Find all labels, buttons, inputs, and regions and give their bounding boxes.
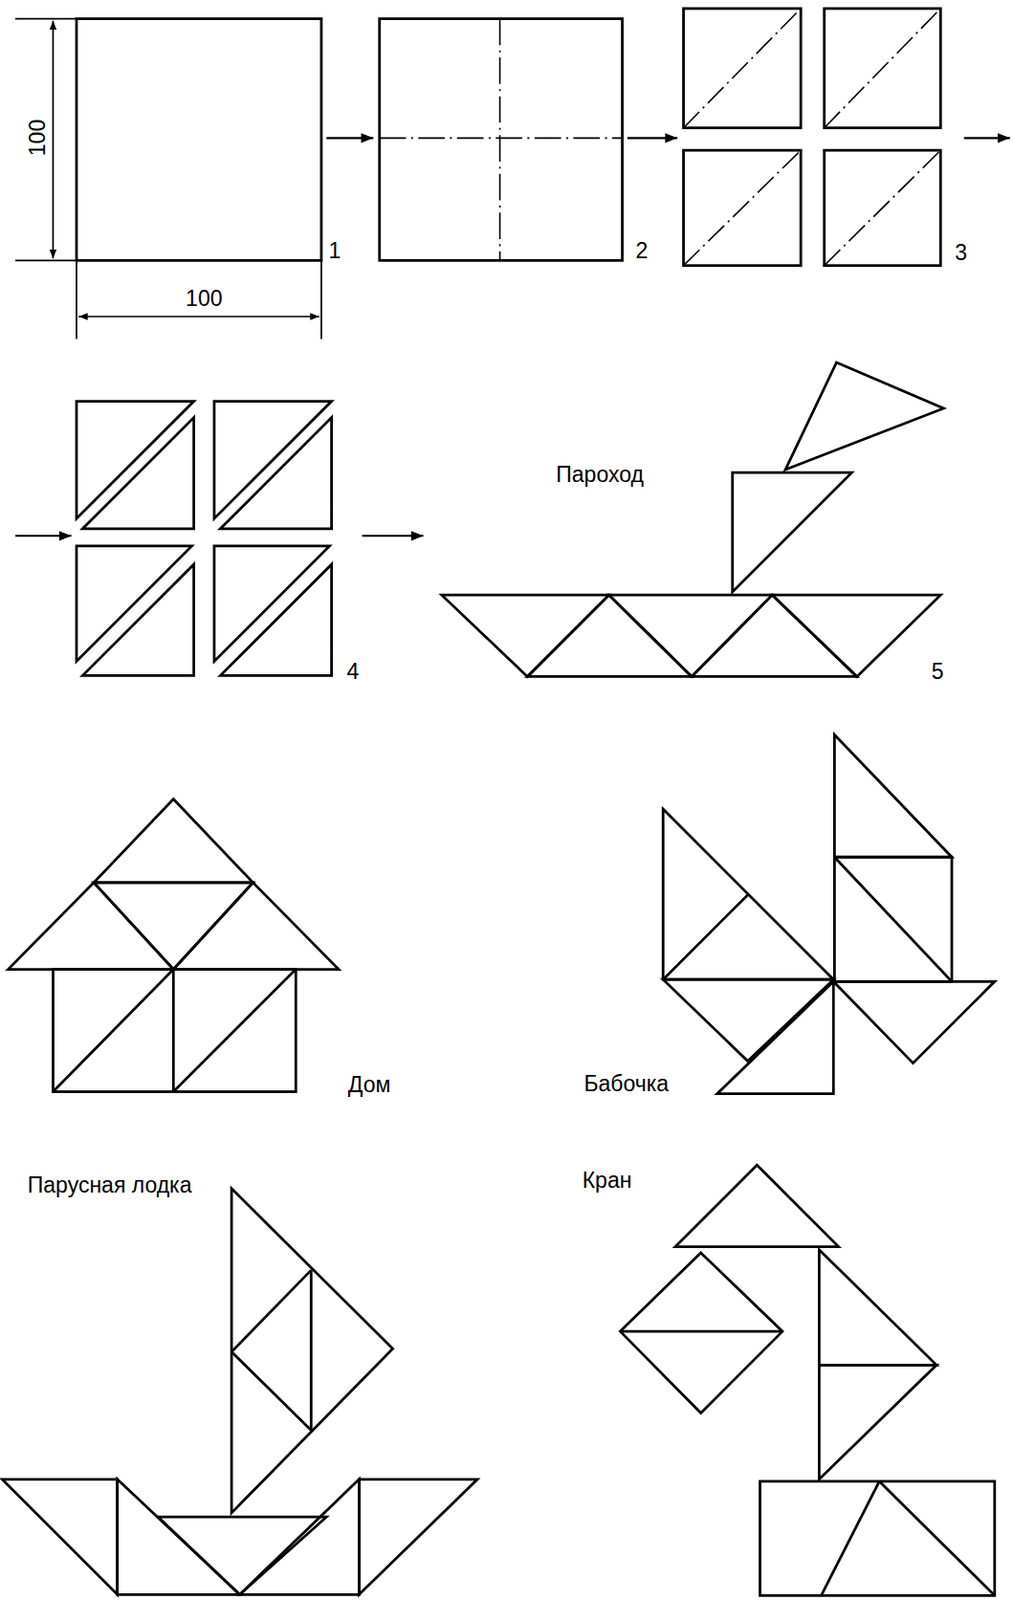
step-arrow [326, 136, 374, 139]
quarter-squares [683, 8, 942, 266]
step-number: 4 [347, 659, 360, 684]
figure-title: Пароход [555, 462, 644, 487]
figure-title: Бабочка [583, 1070, 669, 1096]
step-arrow [964, 136, 1011, 139]
dimension-value: 100 [24, 119, 50, 156]
fold-lines [379, 19, 623, 262]
square-sheet [379, 19, 623, 262]
step-number: 1 [328, 238, 341, 264]
fold-lines [683, 8, 942, 266]
cut-triangles [76, 401, 332, 677]
step-number: 5 [931, 659, 945, 684]
square-sheet [76, 19, 322, 262]
step-number: 2 [635, 238, 648, 264]
house-figure [8, 798, 340, 1092]
step-arrow [627, 136, 678, 139]
figure-title: Парусная лодка [8, 1172, 193, 1198]
step-arrow [362, 534, 424, 537]
figure-title: Кран [582, 1167, 633, 1193]
butterfly-figure [662, 734, 995, 1094]
steamer-figure [441, 362, 945, 677]
dimension-lines [15, 19, 322, 340]
dimension-value: 100 [185, 286, 222, 311]
crane-figure [619, 1165, 994, 1596]
figure-title: Дом [348, 1071, 391, 1097]
step-arrow [15, 534, 72, 537]
sailboat-figure [1, 1189, 478, 1595]
step-number: 3 [954, 240, 968, 265]
